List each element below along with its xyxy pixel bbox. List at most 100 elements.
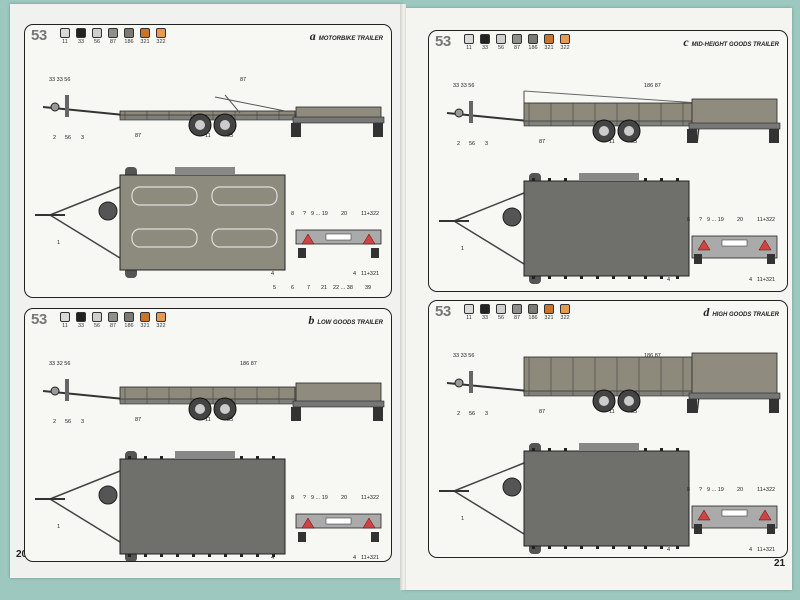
- trailer-drawing: [35, 94, 385, 278]
- callout-label: 2: [53, 135, 57, 141]
- callout-label: 22 ... 38: [333, 285, 353, 291]
- callout-label: 11+321: [757, 547, 776, 553]
- paint-item: 33: [479, 304, 491, 321]
- callout-label: 11+322: [361, 495, 380, 501]
- paint-pot-icon: [512, 304, 522, 314]
- paint-pot-icon: [124, 312, 134, 322]
- paint-code: 186: [124, 39, 134, 45]
- callout-label: 87: [240, 77, 247, 83]
- paint-item: 186: [527, 304, 539, 321]
- callout-label: 6: [291, 285, 295, 291]
- paint-item: 87: [107, 28, 119, 45]
- model-number: 53: [31, 311, 47, 328]
- paint-code: 322: [560, 315, 570, 321]
- paint-code: 186: [124, 323, 134, 329]
- paint-item: 11: [463, 304, 475, 321]
- paint-code: 87: [513, 45, 521, 51]
- callout-label: 11: [205, 417, 211, 423]
- callout-label: 11+321: [757, 277, 776, 283]
- paint-item: 33: [75, 28, 87, 45]
- paint-code: 56: [93, 323, 101, 329]
- callout-label: 4: [271, 555, 275, 561]
- paint-pot-icon: [156, 312, 166, 322]
- paint-code: 321: [140, 39, 150, 45]
- callout-label: 39: [365, 285, 372, 291]
- callout-label: 87: [135, 417, 142, 423]
- callout-label: 33 33 56: [453, 353, 475, 359]
- callout-label: 9 ... 19: [311, 495, 328, 501]
- paint-code: 322: [560, 45, 570, 51]
- paint-code: 33: [77, 39, 85, 45]
- paint-code: 322: [156, 39, 166, 45]
- variant-letter: c: [683, 35, 689, 49]
- paint-item: 87: [511, 304, 523, 321]
- paint-item: 11: [59, 312, 71, 329]
- callout-label: 2: [53, 419, 57, 425]
- callout-label: 21: [321, 285, 328, 291]
- paint-list: 11 33 56 87 186 321 322: [59, 312, 167, 329]
- model-number: 53: [435, 303, 451, 320]
- paint-pot-icon: [124, 28, 134, 38]
- paint-code: 56: [497, 315, 505, 321]
- callout-label: 9 ... 19: [707, 487, 724, 493]
- paint-code: 33: [481, 315, 489, 321]
- paint-pot-icon: [108, 28, 118, 38]
- paint-item: 321: [543, 34, 555, 51]
- paint-item: 56: [91, 312, 103, 329]
- variant-name: HIGH GOODS TRAILER: [712, 312, 779, 318]
- paint-item: 322: [155, 28, 167, 45]
- paint-pot-icon: [76, 312, 86, 322]
- paint-item: 56: [495, 304, 507, 321]
- callout-label: 186 87: [644, 83, 661, 89]
- callout-label: 33 32 56: [49, 361, 71, 367]
- paint-pot-icon: [544, 34, 554, 44]
- paint-code: 322: [156, 323, 166, 329]
- callout-label: 33 33 56: [49, 77, 71, 83]
- callout-label: 87: [539, 409, 546, 415]
- paint-item: 56: [495, 34, 507, 51]
- right-page-number: 21: [774, 558, 786, 569]
- paint-item: 186: [527, 34, 539, 51]
- paint-pot-icon: [528, 304, 538, 314]
- callout-label: 20: [737, 487, 744, 493]
- callout-label: 3: [81, 419, 85, 425]
- paint-item: 322: [559, 304, 571, 321]
- callout-label: ?: [699, 217, 703, 223]
- callout-label: 8: [291, 495, 295, 501]
- callout-label: 87: [135, 133, 142, 139]
- paint-code: 56: [93, 39, 101, 45]
- paint-pot-icon: [480, 304, 490, 314]
- paint-pot-icon: [512, 34, 522, 44]
- trailer-drawing: [35, 379, 385, 561]
- callout-label: 33: [631, 409, 638, 415]
- callout-label: 56: [65, 419, 72, 425]
- callout-label: 1: [461, 516, 465, 522]
- paint-code: 321: [544, 315, 554, 321]
- callout-label: 2: [457, 411, 461, 417]
- paint-item: 321: [139, 28, 151, 45]
- variant-name: MOTORBIKE TRAILER: [318, 36, 383, 42]
- trailer-drawing: [439, 352, 781, 554]
- callout-label: 4: [749, 547, 753, 553]
- paint-item: 56: [91, 28, 103, 45]
- variant-letter: d: [703, 305, 710, 319]
- variant-letter: b: [308, 313, 315, 327]
- paint-item: 11: [59, 28, 71, 45]
- model-number: 53: [31, 27, 47, 44]
- callout-label: 4: [271, 271, 275, 277]
- callout-label: 7: [703, 291, 706, 292]
- callout-label: 87: [539, 139, 546, 145]
- paint-pot-icon: [156, 28, 166, 38]
- callout-label: 5: [669, 291, 672, 292]
- paint-item: 33: [479, 34, 491, 51]
- paint-item: 321: [139, 312, 151, 329]
- paint-code: 33: [77, 323, 85, 329]
- paint-pot-icon: [92, 28, 102, 38]
